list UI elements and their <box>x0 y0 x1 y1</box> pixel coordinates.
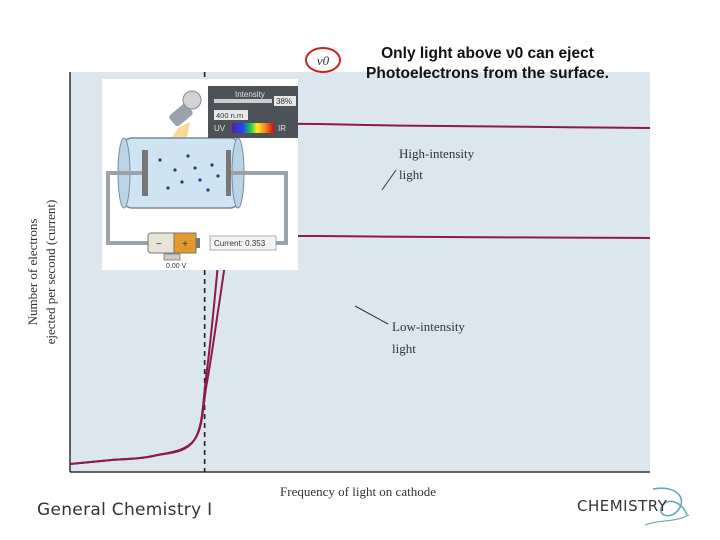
intensity-value-box <box>274 96 296 106</box>
course-title: General Chemistry I <box>37 500 213 520</box>
uv-label: UV <box>214 124 226 133</box>
current-box <box>209 235 277 251</box>
intensity-slider <box>214 99 272 103</box>
annotation-line1: Only light above ν0 can eject <box>381 45 594 62</box>
cathode-plate <box>142 150 148 196</box>
threshold-label: ν0 <box>317 53 330 68</box>
battery-plus-label: + <box>182 239 188 250</box>
intensity-label: Intensity <box>235 90 265 99</box>
low-intensity-label-line2: light <box>392 341 416 356</box>
current-readout: Current: 0.353 <box>214 239 266 248</box>
ir-label: IR <box>278 124 286 133</box>
chemistry-logo: CHEMISTRY <box>575 485 695 530</box>
low-intensity-leader <box>354 305 389 325</box>
wavelength-box <box>214 110 248 120</box>
annotation-text: Only light above ν0 can eject Photoelect… <box>345 44 630 84</box>
high-intensity-label-line1: High-intensity <box>399 146 475 161</box>
annotation-line2: Photoelectrons from the surface. <box>366 65 609 82</box>
lamp-icon <box>169 90 202 127</box>
anode-plate <box>226 150 231 196</box>
x-axis-label: Frequency of light on cathode <box>280 484 436 499</box>
battery-minus-label: − <box>156 239 162 250</box>
voltage-slider <box>163 253 181 261</box>
y-axis-label-line1: Number of electrons <box>25 219 40 326</box>
high-intensity-label-line2: light <box>399 167 423 182</box>
electrons <box>158 154 220 192</box>
high-intensity-leader <box>381 169 397 191</box>
circuit-wire <box>106 171 150 245</box>
low-intensity-label-line1: Low-intensity <box>392 319 465 334</box>
y-axis-label-line2: ejected per second (current) <box>43 200 58 345</box>
voltage-readout: 0.00 V <box>166 263 187 270</box>
logo-swirl-icon <box>644 487 690 526</box>
wavelength-value: 400 n.m <box>216 111 243 120</box>
apparatus-illustration: − + 0.00 V Current: 0.353 Intensity 38% … <box>102 79 298 270</box>
spectrum-bar <box>232 123 274 133</box>
logo-text: CHEMISTRY <box>577 497 668 515</box>
intensity-value: 38% <box>276 97 292 106</box>
threshold-circle <box>305 47 341 73</box>
battery-icon: − + <box>147 232 200 254</box>
